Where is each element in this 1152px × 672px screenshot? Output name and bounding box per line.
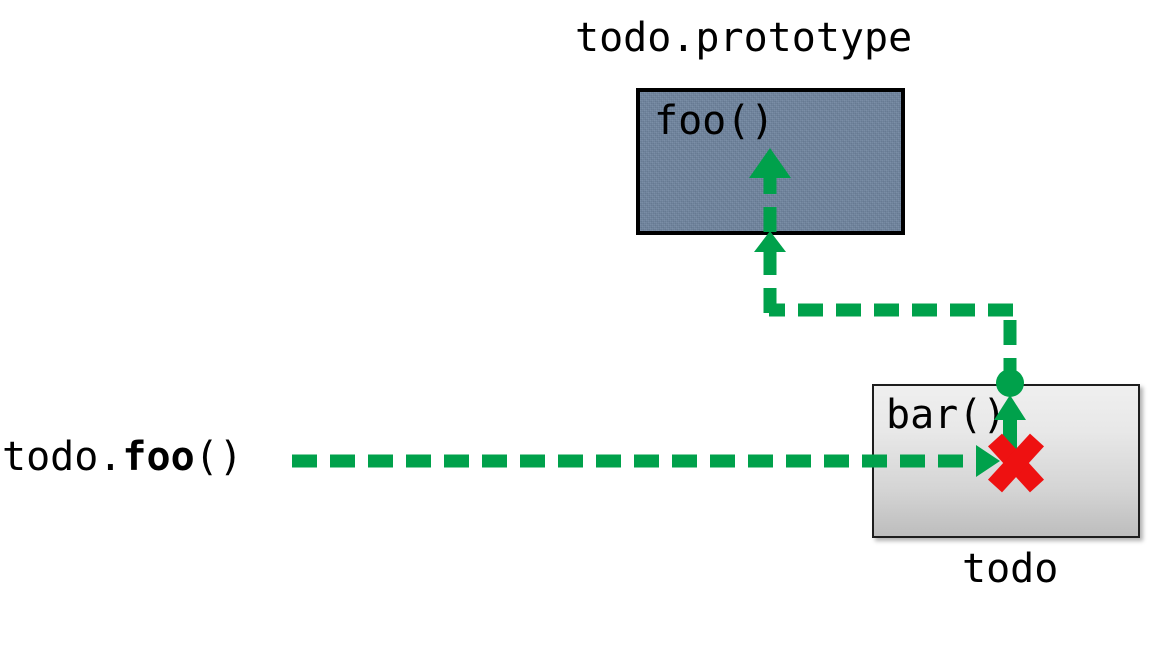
- instance-box: bar(): [872, 384, 1140, 538]
- prototype-box-title: todo.prototype: [575, 15, 913, 61]
- call-method: foo: [122, 434, 195, 480]
- instance-method-label: bar(): [886, 392, 1007, 438]
- prototype-method-label: foo(): [654, 98, 775, 144]
- call-expression: todo.foo(): [2, 437, 243, 477]
- call-parens: (): [194, 434, 243, 480]
- instance-box-title: todo: [962, 546, 1059, 592]
- prototype-box: foo(): [636, 88, 905, 235]
- call-receiver: todo.: [2, 434, 123, 480]
